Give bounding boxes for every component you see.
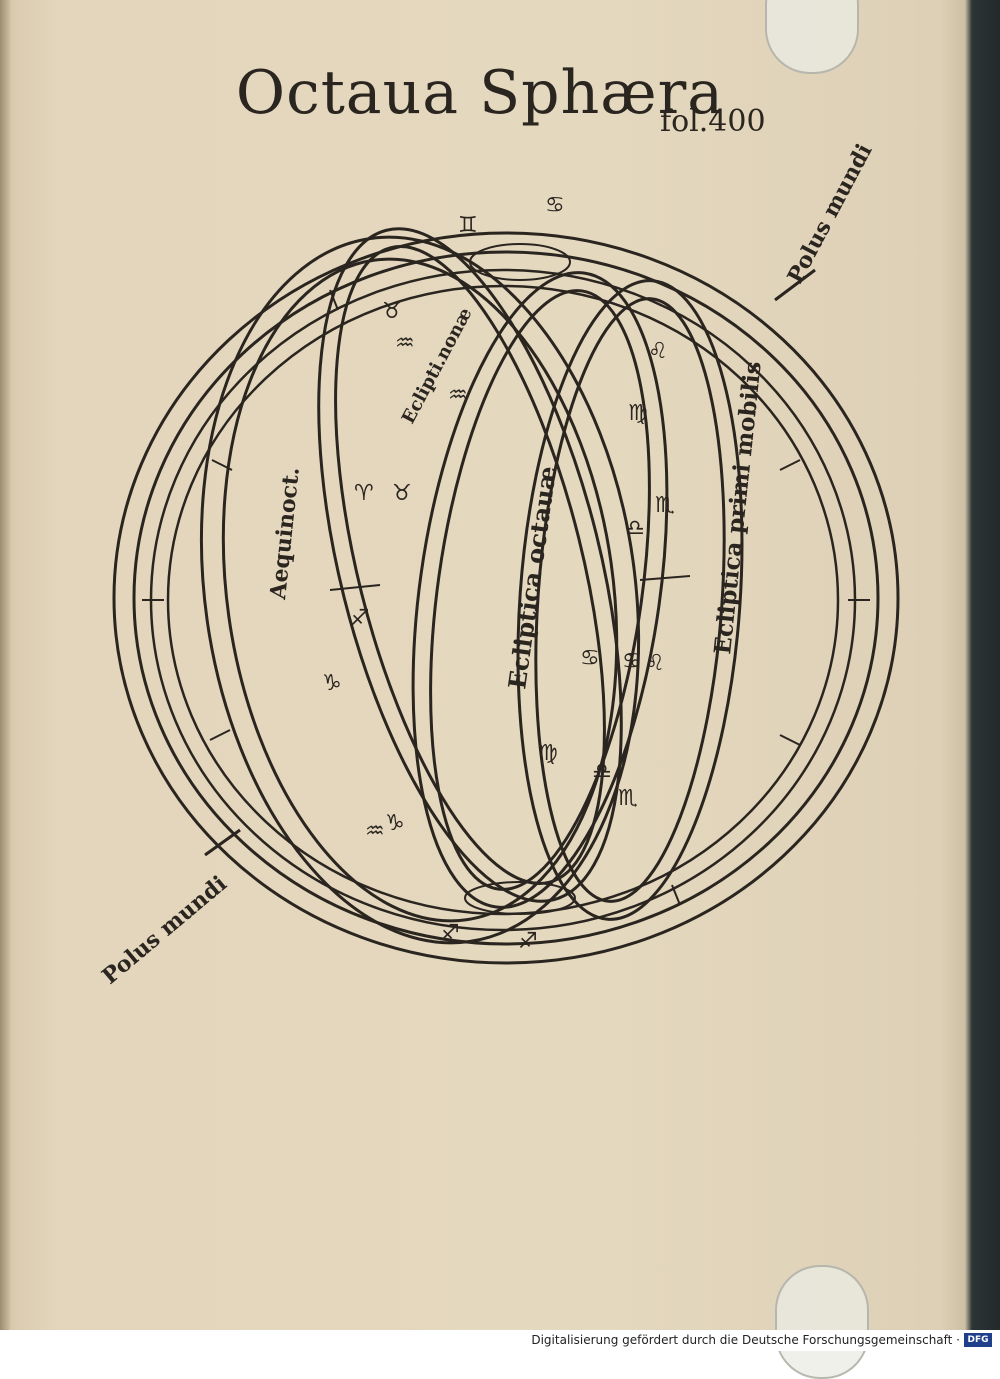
north-pole-cap <box>469 243 571 281</box>
page-title: Octaua Sphæra <box>235 58 725 128</box>
zodiac-sign: ♏ <box>655 493 675 518</box>
label-ecliptica-nonae: Eclipti.nonæ <box>398 304 477 427</box>
zodiac-sign: ♉ <box>382 299 402 324</box>
zodiac-sign: ♋ <box>545 193 565 218</box>
ecliptic-eighth-inner <box>429 289 651 891</box>
zodiac-sign: ♎ <box>625 516 645 541</box>
zodiac-sign: ♐ <box>518 929 538 954</box>
zodiac-sign: ♈ <box>354 481 374 506</box>
polar-axis-bottom <box>204 828 241 857</box>
folio-number: fol.400 <box>660 104 766 139</box>
zodiac-sign: ♎ <box>592 759 612 784</box>
zodiac-sign: ♋ <box>622 649 642 674</box>
zodiac-sign: ♐ <box>440 921 460 946</box>
polar-axis-top <box>774 268 816 302</box>
outer-ring-inner <box>132 250 880 946</box>
top-clip <box>765 0 859 74</box>
label-ecliptica-octauae: Ecliptica octauæ <box>502 464 562 691</box>
zodiac-sign: ♌ <box>645 651 665 676</box>
label-polus-top: Polus mundi <box>782 140 877 288</box>
equinoctial-band-inner <box>221 257 619 923</box>
dfg-logo: DFG <box>964 1333 992 1347</box>
ecliptic-prime-inner <box>534 297 726 903</box>
south-pole-cap <box>464 881 576 915</box>
footer-text: Digitalisierung gefördert durch die Deut… <box>531 1333 960 1347</box>
zodiac-sign: ♐ <box>350 606 370 631</box>
ecliptic-eighth-outer <box>411 271 669 909</box>
page-left-edge <box>0 0 10 1330</box>
zodiac-sign: ♉ <box>392 481 412 506</box>
zodiac-sign: ♑ <box>385 811 405 836</box>
armillary-sphere-diagram: Polus mundi Polus mundi Aequinoct. Eclip… <box>97 140 900 990</box>
zodiac-sign: ♋ <box>580 646 600 671</box>
zodiac-sign: ♒ <box>395 331 415 356</box>
zodiac-sign: ♍ <box>538 741 558 766</box>
footer-bar: Digitalisierung gefördert durch die Deut… <box>0 1330 1000 1351</box>
label-polus-bottom: Polus mundi <box>97 871 232 990</box>
zodiac-sign: ♏ <box>618 786 638 811</box>
ecliptic-ninth-outer <box>317 227 623 903</box>
zodiac-sign: ♒ <box>448 383 468 408</box>
label-ecliptica-primi: Ecliptica primi mobilis <box>709 360 767 656</box>
ecliptic-ninth-inner <box>334 245 606 885</box>
label-aequinoct: Aequinoct. <box>265 466 305 602</box>
outer-ring <box>112 231 900 965</box>
zodiac-sign: ♌ <box>648 339 668 364</box>
zodiac-sign: ♒ <box>365 819 385 844</box>
zodiac-sign: ♊ <box>458 213 478 238</box>
zodiac-sign: ♑ <box>322 671 342 696</box>
zodiac-sign: ♍ <box>628 401 648 426</box>
ecliptic-prime-outer <box>516 279 744 921</box>
